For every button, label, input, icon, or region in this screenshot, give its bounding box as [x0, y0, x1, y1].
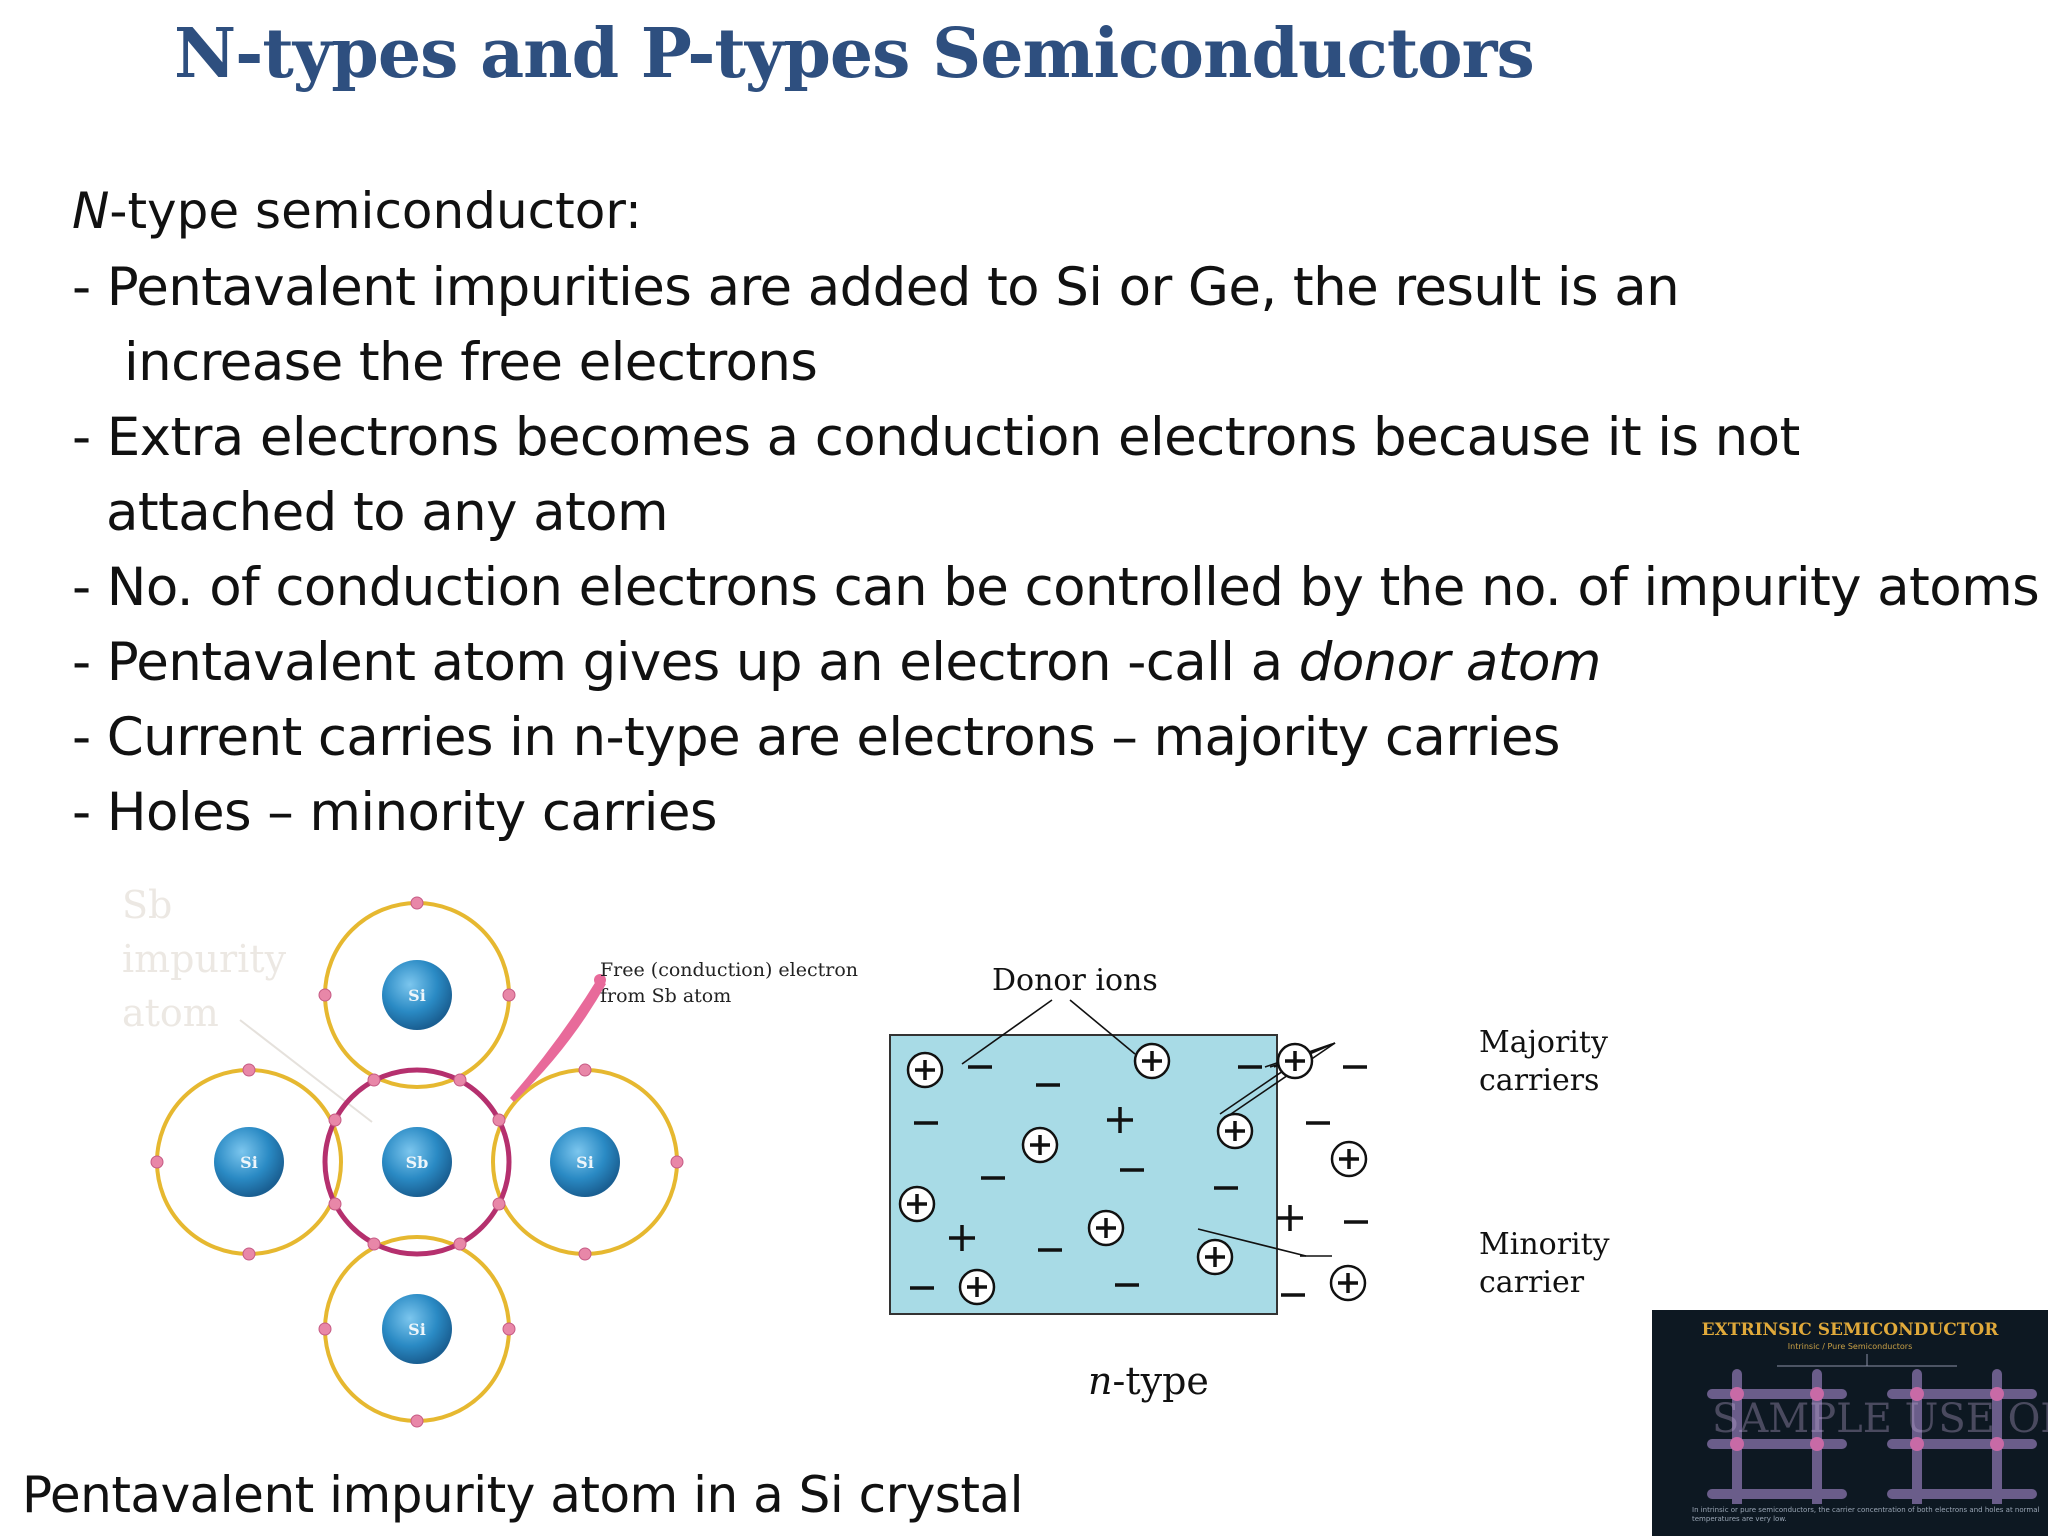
impurity-label-line3: atom [122, 991, 219, 1035]
atom-label: Sb [406, 1153, 429, 1172]
donor-ion-sign [1338, 1273, 1358, 1293]
thumbnail-watermark: SAMPLE USE ONLY [1712, 1396, 2048, 1442]
electron [242, 1247, 256, 1261]
electron [502, 1322, 516, 1336]
heading-text: -type semiconductor: [109, 182, 642, 240]
bullet-item: - Holes – minority carries [72, 775, 2039, 850]
donor-ion-sign [1142, 1051, 1162, 1071]
bullet-item: - Pentavalent impurities are added to Si… [72, 250, 2039, 400]
bullet-list: - Pentavalent impurities are added to Si… [72, 250, 2040, 850]
electron [150, 1155, 164, 1169]
atom-core [550, 1127, 620, 1197]
thumbnail-subtitle: Intrinsic / Pure Semiconductors [1787, 1342, 1913, 1351]
free-electron-streak [510, 978, 606, 1102]
bullet-text: - Holes – minority carries [72, 782, 717, 843]
electron [502, 988, 516, 1002]
donor-ion-sign [1225, 1121, 1245, 1141]
donor-ion-sign [967, 1277, 987, 1297]
donor-ion-sign [1205, 1247, 1225, 1267]
atom-core [214, 1127, 284, 1197]
hole-charge [949, 1225, 975, 1251]
free-electron [594, 974, 606, 986]
donor-ion-sign [1285, 1051, 1305, 1071]
majority-carriers-label-line1: Majority [1479, 1025, 1608, 1060]
section-heading: N-type semiconductor: [72, 182, 642, 240]
heading-italic-letter: N [72, 182, 110, 240]
majority-carriers-label-line2: carriers [1479, 1063, 1599, 1098]
impurity-label-line1: Sb [122, 883, 172, 927]
ntype-caption-italic: n [1088, 1359, 1112, 1403]
hole-charge [1277, 1205, 1303, 1231]
donor-ion-sign [1096, 1218, 1116, 1238]
atom-label: Si [240, 1153, 258, 1172]
bullet-item: - Extra electrons becomes a conduction e… [72, 400, 2039, 550]
electron [318, 1322, 332, 1336]
minority-carrier-label-line2: carrier [1479, 1265, 1585, 1300]
free-electron-label-line1: Free (conduction) electron [600, 959, 858, 981]
bullet-text: - Pentavalent atom gives up an electron … [72, 632, 1299, 693]
atom-core [382, 960, 452, 1030]
atom-label: Si [408, 1320, 426, 1339]
atom-core [382, 1127, 452, 1197]
thumbnail-footnote: In intrinsic or pure semiconductors, the… [1692, 1506, 2040, 1523]
bullet-item: - Current carries in n-type are electron… [72, 700, 2039, 775]
electron [453, 1237, 467, 1251]
impurity-label-line2: impurity [122, 937, 287, 981]
free-electron-label-line2: from Sb atom [600, 985, 731, 1007]
electron [367, 1073, 381, 1087]
bullet-text: - Pentavalent impurities are added to Si… [72, 257, 1680, 318]
donor-ion-sign [1030, 1135, 1050, 1155]
impurity-pointer [239, 1019, 373, 1123]
bullet-emphasis: donor atom [1298, 632, 1602, 693]
electron [410, 896, 424, 910]
electrons [150, 896, 684, 1428]
bullet-continuation: increase the free electrons [124, 332, 818, 393]
donor-ion-sign [915, 1060, 935, 1080]
electron [578, 1247, 592, 1261]
bullet-text: - Current carries in n-type are electron… [72, 707, 1561, 768]
ntype-caption-rest: -type [1112, 1359, 1208, 1403]
electron [453, 1073, 467, 1087]
electron [410, 1414, 424, 1428]
bullet-text: - No. of conduction electrons can be con… [72, 557, 2040, 618]
crystal-lattice-diagram: Sb impurity atom Free (conduction) elect… [122, 883, 858, 1428]
electron [328, 1197, 342, 1211]
donor-ions-label: Donor ions [992, 963, 1158, 998]
atom-label: Si [408, 986, 426, 1005]
video-thumbnail[interactable]: EXTRINSIC SEMICONDUCTOR Intrinsic / Pure… [1652, 1310, 2048, 1536]
electron [492, 1197, 506, 1211]
bullet-item: - No. of conduction electrons can be con… [72, 550, 2040, 625]
ntype-caption: n-type [1088, 1359, 1209, 1403]
charges [898, 1042, 1368, 1306]
orbit-sb [322, 1067, 512, 1257]
electron [328, 1113, 342, 1127]
electron [318, 988, 332, 1002]
atom-label: Si [576, 1153, 594, 1172]
atom-core [382, 1294, 452, 1364]
electron [242, 1063, 256, 1077]
bullet-item: - Pentavalent atom gives up an electron … [72, 625, 2039, 700]
crystal-caption: Pentavalent impurity atom in a Si crysta… [22, 1466, 1023, 1524]
bullet-text: - Extra electrons becomes a conduction e… [72, 407, 1800, 468]
electron [492, 1113, 506, 1127]
minority-carrier-label-line1: Minority [1479, 1227, 1610, 1262]
donor-ion-sign [1339, 1149, 1359, 1169]
thumbnail-lattice [1707, 1354, 2037, 1504]
donor-ion-sign [907, 1194, 927, 1214]
thumbnail-title: EXTRINSIC SEMICONDUCTOR [1701, 1320, 1999, 1340]
electron [367, 1237, 381, 1251]
electron [670, 1155, 684, 1169]
slide-title: N-types and P-types Semiconductors [174, 14, 1535, 94]
hole-charge [1107, 1107, 1133, 1133]
bullet-continuation: attached to any atom [106, 482, 669, 543]
electron [578, 1063, 592, 1077]
ntype-diagram: Donor ions Majority carriers Minority ca… [889, 963, 1610, 1403]
